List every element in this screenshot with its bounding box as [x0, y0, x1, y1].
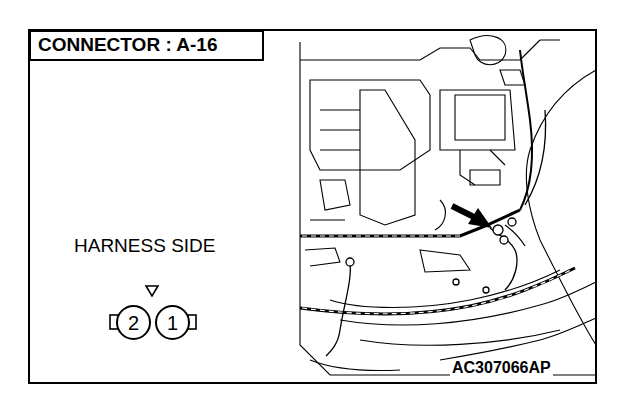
connector-title: CONNECTOR : A-16 [38, 35, 217, 56]
pin-number: 1 [167, 312, 178, 334]
location-arrow [452, 206, 492, 228]
figure-code: AC307066AP [450, 359, 553, 377]
title-box: CONNECTOR : A-16 [29, 30, 264, 61]
pin-circle: 1 [155, 305, 190, 340]
pin-number: 2 [128, 312, 139, 334]
engine-compartment [300, 36, 596, 375]
pin-circle: 2 [116, 305, 151, 340]
view-label: HARNESS SIDE [72, 235, 217, 257]
wiring-harness [300, 50, 575, 356]
frame [29, 30, 596, 383]
